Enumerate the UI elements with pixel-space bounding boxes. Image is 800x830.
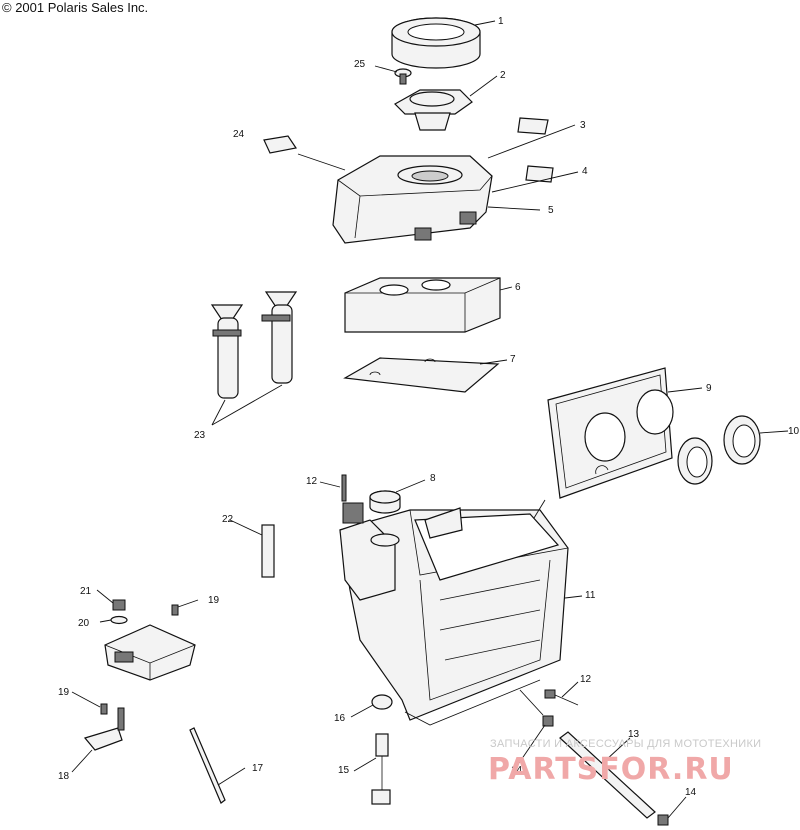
part-6-foam-filter (344, 277, 501, 333)
part-15-drain (371, 733, 391, 805)
callout-20: 20 (78, 618, 90, 629)
callout-5: 5 (548, 205, 554, 216)
callout-1: 1 (498, 16, 504, 27)
callout-15: 15 (338, 765, 350, 776)
callout-2: 2 (500, 70, 506, 81)
part-7-screen (343, 357, 500, 393)
part-13-rod (559, 731, 656, 819)
callout-9: 9 (706, 383, 712, 394)
callout-23: 23 (194, 430, 206, 441)
cdi-module (104, 624, 196, 681)
watermark: ЗАПЧАСТИ И АКСЕССУАРЫ ДЛЯ МОТОТЕХНИКИ PA… (488, 738, 761, 787)
callout-16: 16 (334, 713, 346, 724)
part-3-decal (517, 117, 549, 135)
part-14-clip-a (542, 715, 554, 727)
part-10-boots (677, 415, 761, 485)
watermark-brand: PARTSFOR.RU (488, 752, 734, 787)
part-11-airbox-body (339, 502, 569, 726)
callout-11: 11 (585, 590, 596, 601)
watermark-tagline: ЗАПЧАСТИ И АКСЕССУАРЫ ДЛЯ МОТОТЕХНИКИ (490, 738, 761, 750)
part-18-bracket (83, 727, 123, 751)
callout-4: 4 (582, 166, 588, 177)
callout-14-right: 14 (685, 787, 697, 798)
part-8-cap (369, 490, 401, 514)
part-22-sensor (261, 524, 275, 578)
callout-8: 8 (430, 473, 436, 484)
callout-7: 7 (510, 354, 516, 365)
part-4-decal (525, 165, 554, 183)
part-14-clip-b (657, 814, 669, 826)
part-23-velocity-stacks (210, 291, 298, 399)
callout-6: 6 (515, 282, 521, 293)
part-20-washer (110, 615, 128, 625)
callout-10: 10 (788, 426, 800, 437)
callout-24: 24 (233, 129, 245, 140)
part-25-screw (394, 68, 412, 85)
callout-3: 3 (580, 120, 586, 131)
callout-14-left: 14 (511, 765, 523, 776)
callout-18: 18 (58, 771, 70, 782)
part-9-frame (547, 367, 674, 499)
callout-12-top: 12 (306, 476, 318, 487)
part-5-airbox-cover (332, 155, 493, 244)
part-17-strap (189, 727, 226, 804)
leader-lines (71, 20, 789, 819)
callout-17: 17 (252, 763, 264, 774)
callout-25: 25 (354, 59, 366, 70)
callout-19-left: 19 (58, 687, 70, 698)
part-19-screw-a (100, 703, 108, 715)
part-21-nut (112, 599, 126, 611)
copyright-notice: © 2001 Polaris Sales Inc. (2, 0, 149, 15)
part-19-screw-b (171, 604, 179, 616)
part-12-bolt-top (341, 474, 347, 502)
callout-21: 21 (80, 586, 92, 597)
callout-22: 22 (222, 514, 234, 525)
callout-12-right: 12 (580, 674, 592, 685)
part-1-ring (391, 17, 481, 69)
part-24-decal (263, 135, 298, 154)
callout-19-right: 19 (208, 595, 220, 606)
part-12-bolt-right (544, 689, 579, 706)
part-2-adapter (394, 89, 473, 131)
part-16-grommet (371, 694, 393, 710)
callout-13: 13 (628, 729, 640, 740)
callout-labels: 1 2 3 4 5 6 7 8 9 10 11 12 12 13 14 14 1… (58, 16, 800, 798)
